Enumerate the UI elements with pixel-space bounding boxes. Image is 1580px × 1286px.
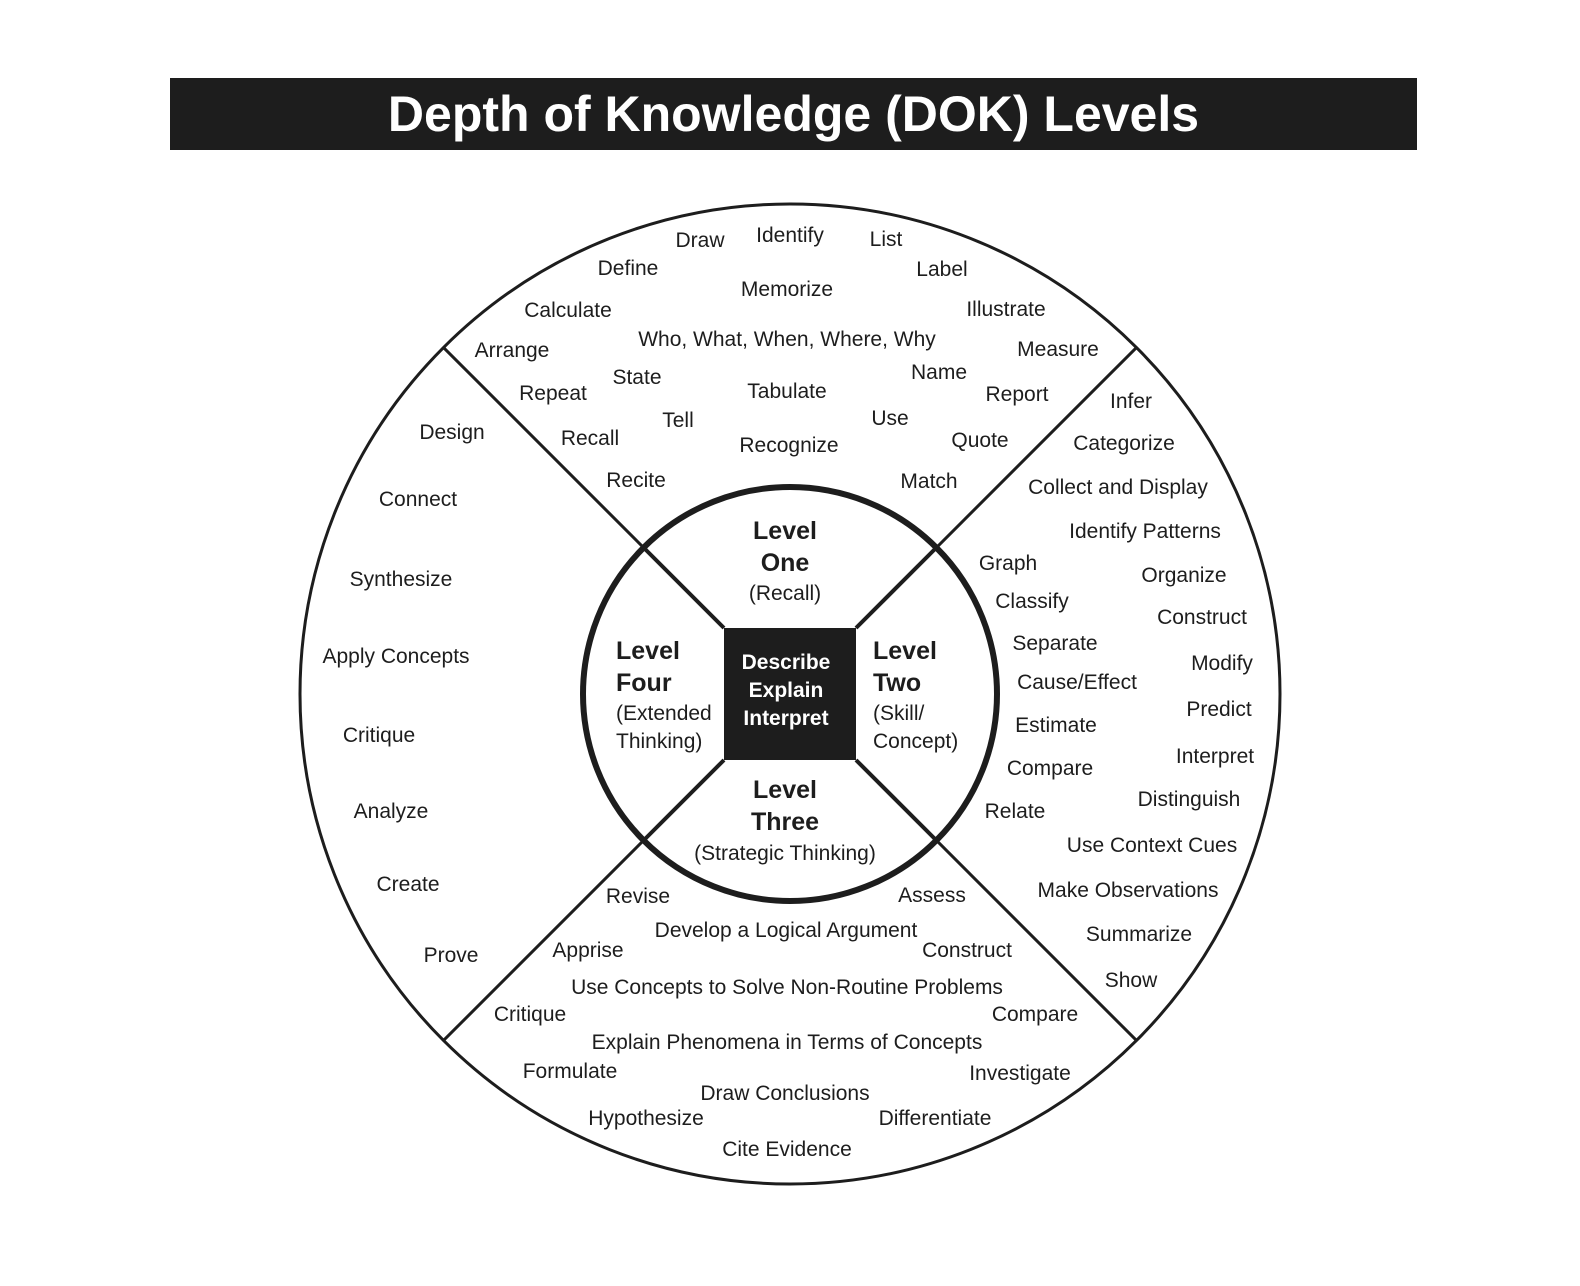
verb-hypothesize: Hypothesize [588, 1107, 704, 1130]
verb-show: Show [1105, 969, 1158, 992]
verb-prove: Prove [424, 944, 479, 967]
level-two-label: Two [873, 669, 921, 697]
verb-investigate: Investigate [969, 1062, 1071, 1085]
level-three-label: Level [753, 776, 817, 804]
verb-separate: Separate [1012, 632, 1097, 655]
verb-relate: Relate [985, 800, 1046, 823]
verb-tell: Tell [662, 409, 694, 432]
verb-state: State [612, 366, 661, 389]
level-one-label: Level [753, 517, 817, 545]
verb-explain-phenomena-in-terms-of-concepts: Explain Phenomena in Terms of Concepts [592, 1031, 983, 1054]
inner-divider-3 [642, 758, 726, 842]
inner-divider-2 [854, 758, 938, 842]
level-two-subtitle: (Skill/ [873, 702, 924, 725]
verb-recall: Recall [561, 427, 619, 450]
verb-label: Label [916, 258, 967, 281]
verb-critique: Critique [494, 1003, 566, 1026]
verb-repeat: Repeat [519, 382, 587, 405]
verb-arrange: Arrange [475, 339, 550, 362]
verb-measure: Measure [1017, 338, 1099, 361]
page-title: Depth of Knowledge (DOK) Levels [387, 86, 1200, 142]
verb-name: Name [911, 361, 967, 384]
level-four-label: Level [616, 637, 680, 665]
inner-divider-0 [642, 546, 726, 630]
title-bar: Depth of Knowledge (DOK) Levels [170, 78, 1417, 150]
level-three-subtitle: (Strategic Thinking) [694, 842, 876, 865]
verb-apply-concepts: Apply Concepts [322, 645, 469, 668]
verb-calculate: Calculate [524, 299, 612, 322]
verb-use: Use [871, 407, 908, 430]
verb-develop-a-logical-argument: Develop a Logical Argument [655, 919, 918, 942]
verb-design: Design [419, 421, 484, 444]
verb-use-concepts-to-solve-non-routine-problems: Use Concepts to Solve Non-Routine Proble… [571, 976, 1003, 999]
verb-report: Report [985, 383, 1048, 406]
verb-formulate: Formulate [523, 1060, 618, 1083]
center-word: Describe [742, 651, 831, 674]
verb-apprise: Apprise [552, 939, 623, 962]
verb-collect-and-display: Collect and Display [1028, 476, 1208, 499]
verb-compare: Compare [992, 1003, 1078, 1026]
verb-create: Create [376, 873, 439, 896]
verb-define: Define [598, 257, 659, 280]
verb-infer: Infer [1110, 390, 1152, 413]
verb-draw-conclusions: Draw Conclusions [700, 1082, 869, 1105]
verb-identify: Identify [756, 224, 824, 247]
verb-predict: Predict [1186, 698, 1252, 721]
verb-estimate: Estimate [1015, 714, 1097, 737]
outer-divider-0 [442, 346, 645, 549]
verb-summarize: Summarize [1086, 923, 1192, 946]
level-three-label: Three [751, 808, 819, 836]
verb-identify-patterns: Identify Patterns [1069, 520, 1221, 543]
verb-assess: Assess [898, 884, 966, 907]
verb-quote: Quote [951, 429, 1008, 452]
verb-compare: Compare [1007, 757, 1093, 780]
center-word: Explain [749, 679, 824, 702]
verb-use-context-cues: Use Context Cues [1067, 834, 1237, 857]
center-square [724, 628, 856, 760]
verb-cause-effect: Cause/Effect [1017, 671, 1137, 694]
level-one-subtitle: (Recall) [749, 582, 821, 605]
verb-recognize: Recognize [739, 434, 838, 457]
verb-recite: Recite [606, 469, 666, 492]
level-one-label: One [761, 549, 810, 577]
verb-connect: Connect [379, 488, 457, 511]
verb-cite-evidence: Cite Evidence [722, 1138, 852, 1161]
outer-divider-1 [935, 346, 1138, 549]
verb-make-observations: Make Observations [1038, 879, 1219, 902]
verb-construct: Construct [1157, 606, 1247, 629]
level-two-label: Level [873, 637, 937, 665]
verb-classify: Classify [995, 590, 1069, 613]
verb-modify: Modify [1191, 652, 1253, 675]
wheel-structure [298, 202, 1282, 1186]
verb-construct: Construct [922, 939, 1012, 962]
level-four-label: Four [616, 669, 672, 697]
outer-divider-2 [935, 839, 1138, 1042]
verb-critique: Critique [343, 724, 415, 747]
verb-memorize: Memorize [741, 278, 833, 301]
inner-divider-1 [854, 546, 938, 630]
wheel-texts: DescribeExplainInterpretLevelOne(Recall)… [322, 224, 1254, 1161]
level-four-subtitle: (Extended [616, 702, 712, 725]
verb-graph: Graph [979, 552, 1037, 575]
verb-draw: Draw [675, 229, 725, 252]
center-word: Interpret [743, 707, 828, 730]
level-two-subtitle: Concept) [873, 730, 958, 753]
verb-illustrate: Illustrate [966, 298, 1045, 321]
verb-categorize: Categorize [1073, 432, 1175, 455]
outer-divider-3 [442, 839, 645, 1042]
verb-distinguish: Distinguish [1138, 788, 1241, 811]
verb-analyze: Analyze [354, 800, 429, 823]
verb-list: List [870, 228, 903, 251]
verb-tabulate: Tabulate [747, 380, 826, 403]
verb-differentiate: Differentiate [879, 1107, 992, 1130]
verb-match: Match [900, 470, 957, 493]
level-four-subtitle: Thinking) [616, 730, 702, 753]
verb-who-what-when-where-why: Who, What, When, Where, Why [638, 328, 936, 351]
verb-synthesize: Synthesize [350, 568, 453, 591]
verb-revise: Revise [606, 885, 670, 908]
verb-interpret: Interpret [1176, 745, 1254, 768]
verb-organize: Organize [1141, 564, 1226, 587]
